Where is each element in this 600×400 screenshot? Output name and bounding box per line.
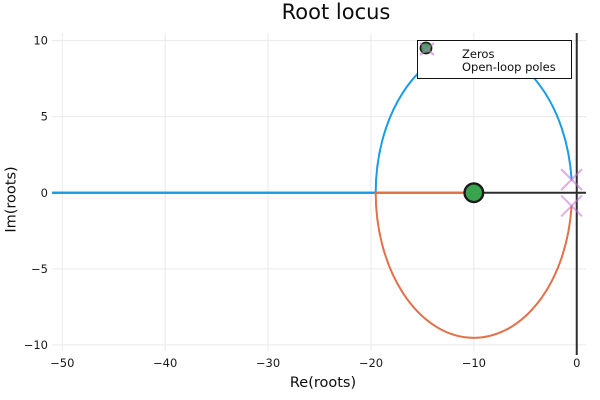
y-tick-label: 5 <box>41 110 48 124</box>
legend-label-poles: Open-loop poles <box>462 59 556 74</box>
y-axis-label: Im(roots) <box>3 166 20 233</box>
locus-branch-lower <box>374 191 573 339</box>
x-tick-label: −20 <box>359 356 383 370</box>
legend: Zeros Open-loop poles <box>417 40 572 79</box>
pole-marker <box>560 194 583 218</box>
x-tick-label: −40 <box>153 356 177 370</box>
plot-title: Root locus <box>281 0 391 24</box>
legend-label-zeros: Zeros <box>462 46 495 61</box>
y-tick-label: −5 <box>31 262 48 276</box>
x-tick-label: −10 <box>462 356 486 370</box>
legend-entry-zeros: Zeros <box>418 41 571 61</box>
zero-marker <box>463 182 485 204</box>
y-tick-label: 10 <box>33 34 48 48</box>
y-tick-label: 0 <box>41 186 48 200</box>
x-tick-label: −50 <box>50 356 74 370</box>
y-tick-label: −10 <box>24 338 48 352</box>
x-tick-label: 0 <box>573 356 580 370</box>
legend-entry-poles: Open-loop poles <box>418 42 571 74</box>
x-axis-label: Re(roots) <box>289 375 357 391</box>
x-tick-label: −30 <box>256 356 280 370</box>
pole-marker <box>560 168 583 191</box>
